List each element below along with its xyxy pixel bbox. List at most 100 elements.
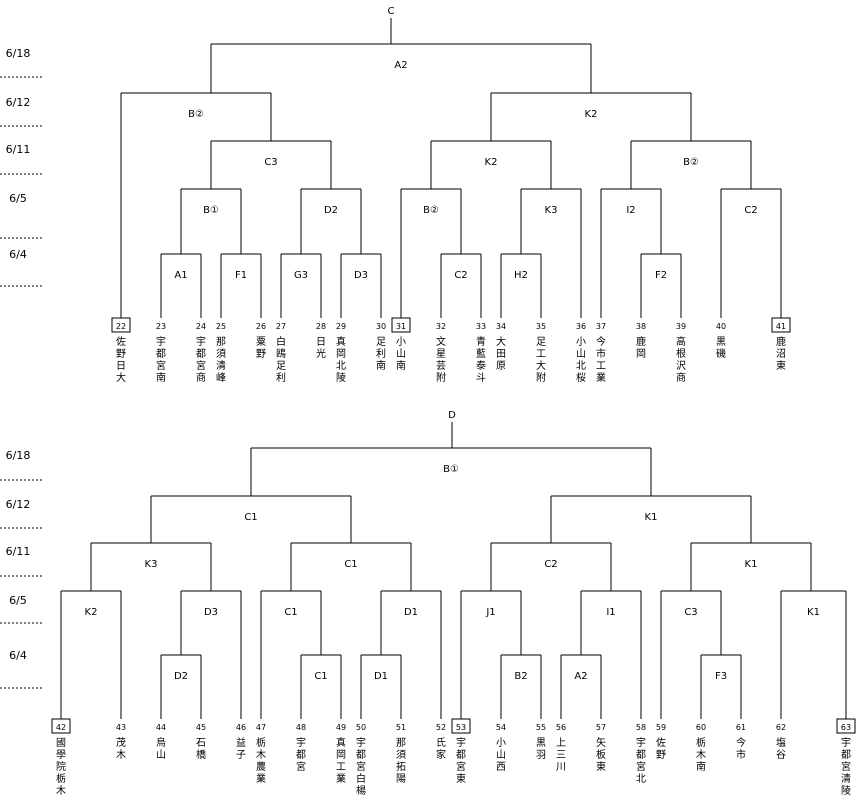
match-label-sf_right: K2: [585, 109, 598, 120]
team-number: 43: [116, 723, 126, 732]
team-number: 22: [116, 322, 126, 331]
block-label: C: [388, 6, 395, 17]
team-name: 文星芸附: [436, 335, 446, 384]
match-label-r3_2: D3: [204, 607, 218, 618]
match-label-r3_1: K2: [85, 607, 98, 618]
team-entry: 22 佐野日大: [111, 317, 131, 384]
match-label-r3_4: K3: [545, 205, 558, 216]
team-name: 栃木農業: [256, 736, 266, 785]
round-date: 6/12: [6, 96, 31, 109]
team-name: 今市工業: [596, 335, 606, 384]
team-number: 27: [276, 322, 286, 331]
match-label-qf_4: K1: [745, 559, 758, 570]
team-number: 59: [656, 723, 666, 732]
match-label-sf_left: C1: [244, 512, 257, 523]
match-label-r3_1: B①: [203, 205, 219, 216]
round-date: 6/18: [6, 449, 31, 462]
team-name: 小山北桜: [576, 336, 586, 384]
team-number: 61: [736, 723, 746, 732]
match-label-r2_5: A2: [574, 671, 587, 682]
team-number: 60: [696, 723, 706, 732]
team-name: 烏山: [156, 736, 166, 761]
team-name: 鹿岡: [636, 335, 646, 360]
team-name: 小山南: [396, 336, 406, 372]
team-name: 宇都宮北: [636, 736, 646, 785]
team-name: 粟野: [256, 336, 266, 360]
team-number: 26: [256, 322, 266, 331]
seed-box: [391, 317, 411, 333]
match-label-r2_4: D3: [354, 270, 368, 281]
team-name: 宇都宮南: [156, 335, 166, 384]
team-number: 53: [456, 723, 466, 732]
match-label-r2_6: H2: [514, 270, 528, 281]
match-label-r2_5: C2: [454, 270, 467, 281]
team-number: 35: [536, 322, 546, 331]
round-date: 6/5: [9, 594, 27, 607]
team-name: 日光: [316, 337, 326, 360]
team-entry: 60 栃木南: [696, 723, 706, 773]
seed-box: [771, 317, 791, 333]
match-label-r2_7: F2: [655, 270, 667, 281]
team-name: 益子: [236, 736, 246, 761]
match-label-r2_6: F3: [715, 671, 727, 682]
team-entry: 31 小山南: [391, 317, 411, 372]
team-number: 50: [356, 723, 366, 732]
team-name: 宇都宮白楊: [356, 736, 366, 797]
round-date: 6/11: [6, 545, 31, 558]
match-label-r2_1: D2: [174, 671, 188, 682]
match-label-r2_3: D1: [374, 671, 388, 682]
team-name: 真岡北陵: [336, 335, 346, 384]
team-name: 大田原: [496, 335, 506, 372]
match-label-r2_4: B2: [514, 671, 527, 682]
match-label-r2_1: A1: [174, 270, 187, 281]
seed-box: [51, 718, 71, 734]
match-label-r3_2: D2: [324, 205, 338, 216]
team-entry: 41 鹿沼東: [771, 317, 791, 372]
match-label-r3_5: I2: [626, 205, 635, 216]
team-number: 32: [436, 322, 446, 331]
team-number: 28: [316, 322, 326, 331]
team-entry: 42 國學院栃木: [51, 718, 71, 797]
team-name: 高根沢商: [676, 335, 686, 384]
seed-box: [451, 718, 471, 734]
team-name: 佐野日大: [116, 336, 126, 384]
team-number: 31: [396, 322, 406, 331]
match-label-qf_2: K2: [485, 157, 498, 168]
team-name: 鹿沼東: [776, 335, 786, 372]
team-name: 宇都宮: [296, 736, 306, 773]
seed-box: [111, 317, 131, 333]
match-label-r3_8: K1: [807, 607, 820, 618]
team-entry: 26 粟野: [256, 322, 266, 360]
team-number: 42: [56, 723, 66, 732]
team-name: 栃木南: [696, 736, 706, 773]
team-name: 黒羽: [536, 737, 546, 761]
round-date: 6/5: [9, 192, 27, 205]
team-name: 黒磯: [716, 336, 726, 360]
match-label-final: A2: [394, 60, 407, 71]
team-name: 青藍泰斗: [476, 335, 486, 384]
team-number: 41: [776, 322, 786, 331]
team-number: 24: [196, 322, 206, 331]
team-name: 國學院栃木: [56, 737, 66, 797]
team-name: 足利南: [376, 336, 386, 372]
